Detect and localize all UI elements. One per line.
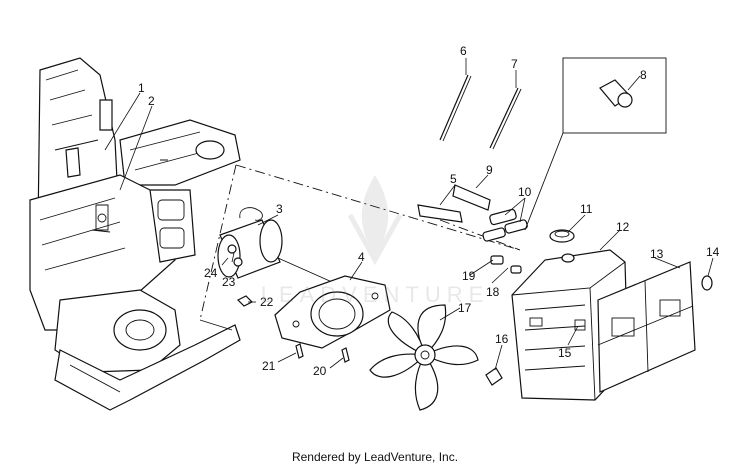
callout-10: 10 (518, 185, 532, 199)
callout-6: 6 (460, 44, 467, 58)
callout-18: 18 (486, 285, 500, 299)
fan-blade (369, 304, 479, 411)
callout-22: 22 (260, 295, 274, 309)
temperature-switch-inset (524, 57, 667, 231)
callout-11: 11 (580, 202, 593, 216)
fan-motor (217, 207, 351, 291)
callout-16: 16 (495, 332, 509, 346)
mount-bolts (295, 343, 350, 363)
callout-14: 14 (706, 245, 720, 259)
callout-9: 9 (486, 163, 493, 177)
callout-7: 7 (511, 57, 518, 71)
assembly-reference-line (199, 164, 237, 321)
radiator-shroud (597, 261, 696, 393)
callout-3: 3 (276, 202, 283, 216)
assembly-reference-line (235, 164, 521, 251)
callout-13: 13 (650, 247, 664, 261)
callout-15: 15 (558, 346, 572, 360)
callout-21: 21 (262, 359, 276, 373)
callout-17: 17 (458, 301, 472, 315)
temp-sensor (485, 367, 503, 386)
callout-24: 24 (204, 266, 218, 280)
assembly-reference-line (439, 219, 521, 251)
o-ring (701, 275, 713, 291)
fan-mount-bracket (274, 275, 391, 349)
callout-8: 8 (640, 68, 647, 82)
watermark-logo (347, 175, 403, 266)
leader-lines (104, 58, 714, 371)
callout-19: 19 (462, 269, 476, 283)
coolant-hoses (417, 74, 528, 274)
callout-5: 5 (450, 172, 457, 186)
watermark-text: LEADVENTURE (260, 282, 490, 307)
callout-23: 23 (222, 275, 236, 289)
callout-12: 12 (616, 220, 630, 234)
callout-4: 4 (358, 250, 365, 264)
radiator-cap (549, 229, 575, 243)
callout-labels: 1 2 3 4 5 6 7 8 9 10 11 12 13 14 15 16 1… (138, 44, 720, 378)
render-credit: Rendered by LeadVenture, Inc. (291, 450, 459, 464)
callout-1: 1 (138, 81, 145, 95)
callout-2: 2 (148, 94, 155, 108)
callout-20: 20 (313, 364, 327, 378)
vehicle-frame (29, 57, 241, 411)
